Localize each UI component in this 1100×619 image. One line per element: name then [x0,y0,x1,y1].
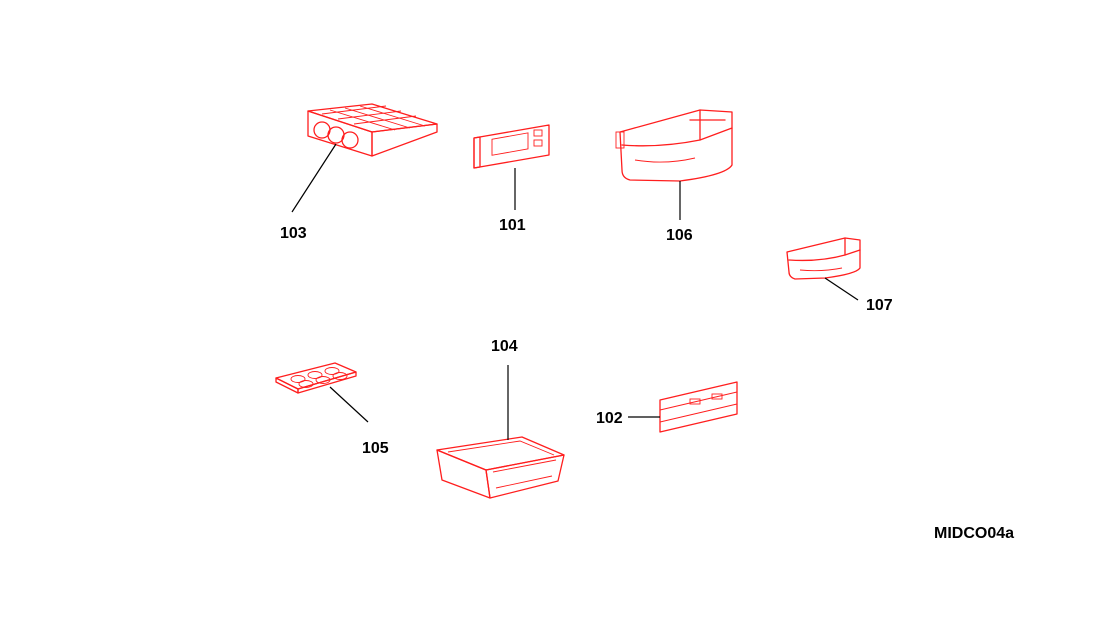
part-102-drawing [659,381,738,433]
callout-103: 103 [280,225,307,242]
callout-101: 101 [499,217,526,234]
leader-105 [329,386,369,423]
leader-107 [824,277,859,301]
callout-106: 106 [666,227,693,244]
leader-103 [291,143,337,213]
part-101-drawing [473,124,550,169]
part-104-drawing [436,436,565,499]
callout-102: 102 [596,410,623,427]
callout-105: 105 [362,440,389,457]
callout-107: 107 [866,297,893,314]
callout-104: 104 [491,338,518,355]
drawing-code: MIDCO04a [934,525,1014,542]
part-103-drawing [307,103,438,157]
part-106-drawing [615,109,733,182]
part-107-drawing [786,237,861,280]
part-105-drawing [275,362,357,394]
